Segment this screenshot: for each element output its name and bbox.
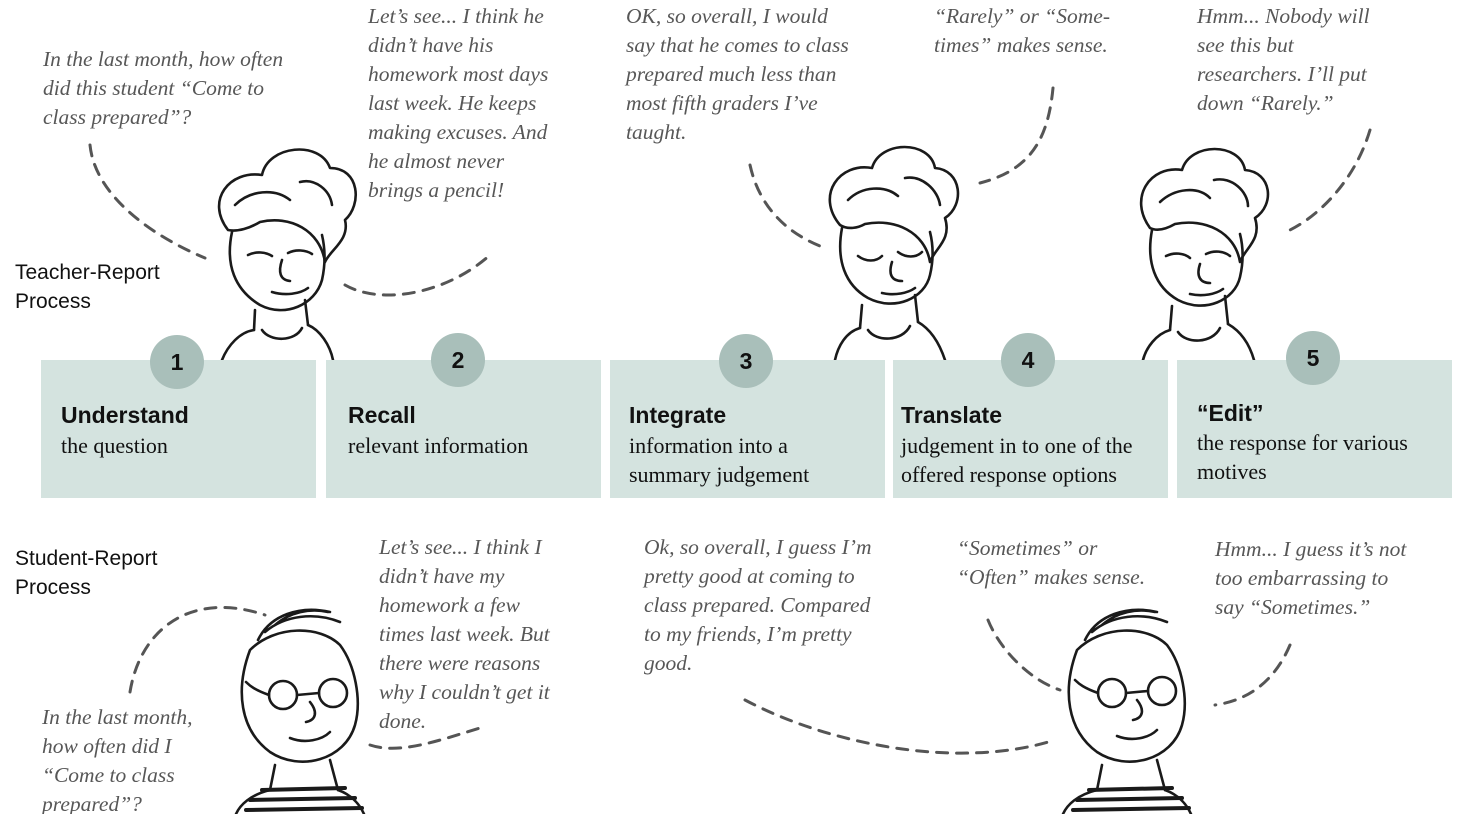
teacher-connector-5 [1288, 128, 1372, 232]
student-quote-understand: In the last month, how often did I “Come… [42, 705, 193, 814]
step-number-3: 3 [719, 334, 773, 388]
step-title: Integrate [629, 402, 727, 428]
teacher-figure-2 [828, 145, 960, 362]
teacher-connector-4 [978, 86, 1055, 185]
teacher-row-label: Teacher-Report Process [15, 261, 160, 313]
teacher-figure-3 [1139, 147, 1270, 362]
step-description: the response for various motives [1197, 430, 1408, 484]
teacher-quote-edit: Hmm... Nobody will see this but research… [1197, 4, 1370, 115]
teacher-connector-1 [88, 143, 207, 260]
teacher-connector-3 [748, 163, 827, 250]
student-figure-1 [234, 608, 366, 814]
step-title: Recall [348, 402, 416, 428]
student-connector-4 [986, 618, 1062, 692]
step-number-1: 1 [150, 335, 204, 389]
student-quote-edit: Hmm... I guess it’s not too embarrassing… [1215, 537, 1407, 619]
teacher-figure-1 [217, 148, 357, 362]
step-description: information into a summary judgement [629, 433, 810, 487]
step-title: “Edit” [1197, 400, 1264, 426]
teacher-connector-2 [343, 253, 492, 297]
teacher-quote-recall: Let’s see... I think he didn’t have his … [368, 4, 549, 202]
step-number-5: 5 [1286, 331, 1340, 385]
step-number-2: 2 [431, 333, 485, 387]
student-quote-translate: “Sometimes” or “Often” makes sense. [957, 536, 1146, 589]
teacher-quote-translate: “Rarely” or “Some- times” makes sense. [934, 4, 1110, 57]
student-figure-2 [1061, 608, 1193, 814]
teacher-quote-integrate: OK, so overall, I would say that he come… [626, 4, 849, 144]
student-row-label: Student-Report Process [15, 547, 158, 599]
step-title: Understand [61, 402, 189, 428]
step-description: the question [61, 433, 168, 458]
student-connector-3 [743, 698, 1057, 755]
student-connector-5 [1213, 643, 1292, 707]
step-title: Translate [901, 402, 1002, 428]
step-description: relevant information [348, 433, 529, 458]
student-quote-integrate: Ok, so overall, I guess I’m pretty good … [644, 535, 872, 675]
student-connector-2 [368, 726, 482, 750]
student-quote-recall: Let’s see... I think I didn’t have my ho… [379, 535, 550, 733]
speech-connectors [88, 86, 1372, 755]
student-connector-1 [128, 605, 267, 694]
teacher-quote-understand: In the last month, how often did this st… [43, 47, 284, 129]
step-number-4: 4 [1001, 333, 1055, 387]
step-description: judgement in to one of the offered respo… [901, 433, 1133, 487]
